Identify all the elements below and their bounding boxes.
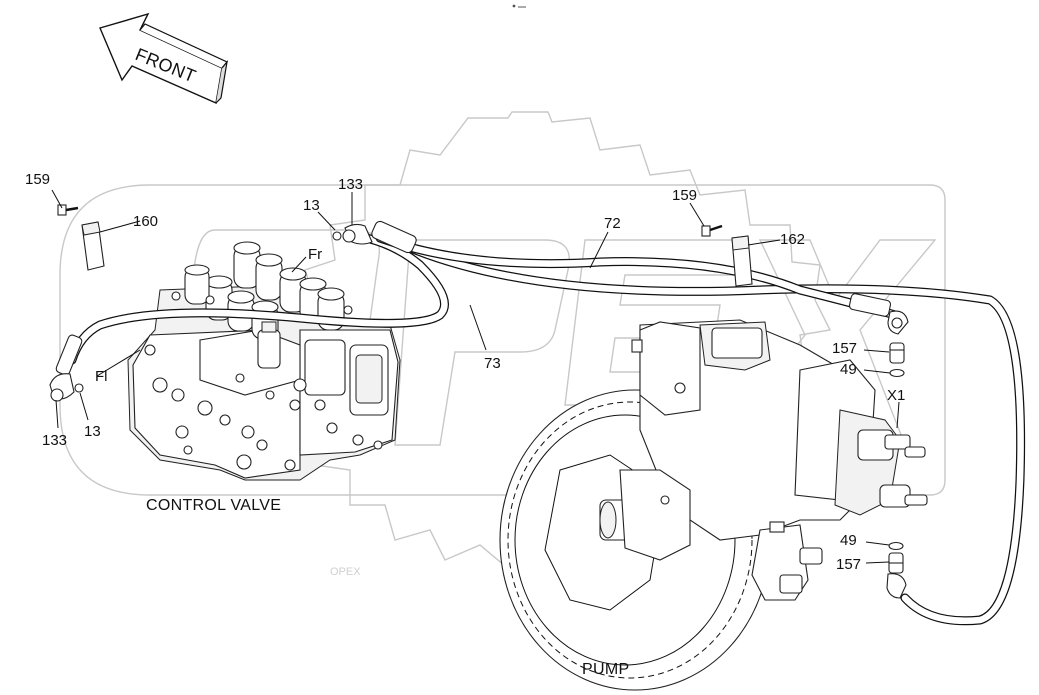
valve-bolts [144,291,383,471]
oring-lower [888,541,904,551]
front-arrow: FRONT [99,12,228,105]
label-oring-upper: 49 [840,361,857,378]
pump-elbow-upper [887,310,909,335]
valve-spools [184,241,345,369]
top-marks [512,4,526,8]
caption-pump: PUMP [582,661,629,678]
label-clamp-left: 160 [133,213,158,230]
label-elbow-top: 133 [338,176,363,193]
bolt-right [701,224,723,237]
label-oring-left: 13 [84,423,101,440]
oring-upper [889,368,905,378]
control-valve [127,241,401,481]
label-hose-72: 72 [604,215,621,232]
label-oring-top: 13 [303,197,320,214]
label-elbow-left: 133 [42,432,67,449]
label-oring-lower: 49 [840,532,857,549]
bolt-left [57,204,79,216]
label-connector-lower: 157 [836,556,861,573]
clamp-right [731,235,753,287]
label-port-x1: X1 [887,387,905,404]
caption-control-valve: CONTROL VALVE [146,497,281,514]
hose-73 [55,230,449,376]
label-bolt-right: 159 [672,187,697,204]
label-hose-73: 73 [484,355,501,372]
label-port-fl: Fl [95,368,108,385]
elbow-fitting-top [342,223,373,245]
label-port-fr: Fr [308,246,322,263]
connector-upper [889,342,905,364]
label-clamp-right: 162 [780,231,805,248]
connector-lower [888,552,904,574]
clamp-left [81,221,105,271]
elbow-fitting-left [49,373,75,402]
oring-top [332,231,342,241]
leader-lines [51,189,900,564]
oring-left [74,383,84,393]
pump [499,319,928,691]
hose-upper-pump-line [371,220,900,320]
label-connector-upper: 157 [832,340,857,357]
pump-elbow-lower [886,573,907,599]
hose-72 [387,235,1026,626]
label-bolt-left: 159 [25,171,50,188]
watermark-text: OPEX [330,566,361,578]
